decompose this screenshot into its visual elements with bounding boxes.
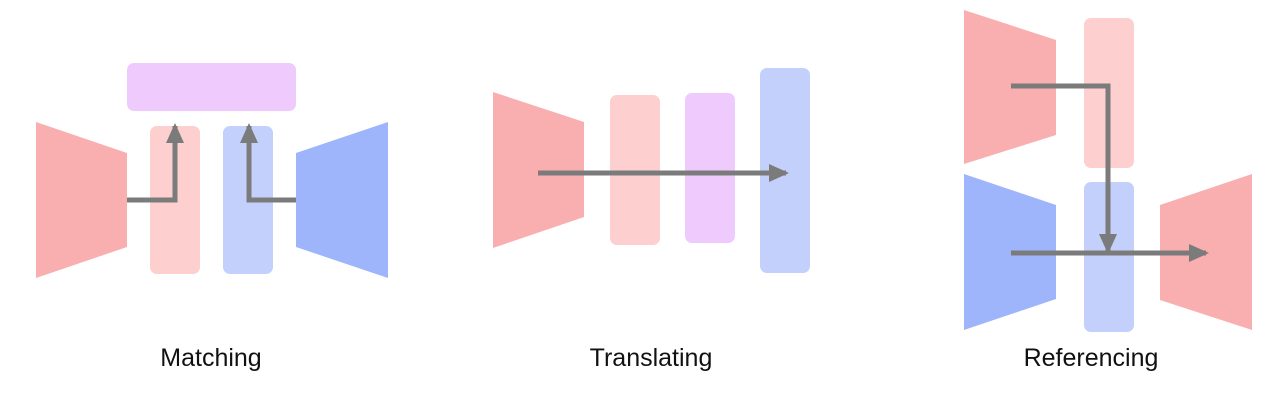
caption-referencing: Referencing [1023, 344, 1159, 372]
referencing-reference-arrow [1011, 83, 1117, 254]
referencing-query-encoder [964, 174, 1056, 330]
referencing-diagram [964, 10, 1252, 332]
translating-diagram [493, 68, 810, 273]
caption-matching: Matching [160, 344, 262, 372]
translating-source-feature [610, 95, 660, 245]
matching-right-arrow [240, 123, 296, 203]
matching-target-encoder [296, 122, 388, 278]
matching-diagram [36, 63, 388, 278]
caption-translating: Translating [589, 344, 713, 372]
matching-fusion-block [127, 63, 296, 111]
matching-source-encoder [36, 122, 127, 278]
referencing-reference-encoder [964, 10, 1056, 164]
matching-left-arrow [127, 123, 184, 203]
translating-mid-feature [685, 93, 735, 243]
translating-source-encoder [493, 92, 584, 248]
referencing-query-feature [1084, 182, 1134, 332]
